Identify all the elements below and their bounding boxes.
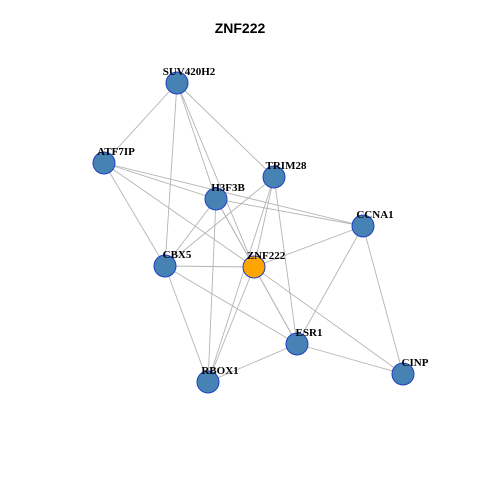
node-label-esr1: ESR1 (296, 327, 323, 339)
node-rbbp4[interactable] (196, 370, 220, 394)
edge-znf222-esr1 (253, 266, 298, 345)
node-trim28[interactable] (262, 165, 286, 189)
edge-cbx5-esr1 (164, 265, 298, 345)
edge-suv420h2-h3f3b (176, 82, 217, 200)
edge-h3f3b-rbbp4 (207, 198, 217, 383)
edge-atf7ip-h3f3b (103, 162, 217, 200)
edge-suv420h2-znf222 (176, 82, 255, 268)
edge-suv420h2-cbx5 (164, 82, 178, 267)
node-label-rbbp4: RBOX1 (201, 365, 238, 377)
graph-title: ZNF222 (214, 20, 266, 36)
node-h3f3b[interactable] (204, 187, 228, 211)
node-znf222[interactable] (242, 255, 266, 279)
node-label-cinp: CINP (402, 357, 429, 369)
edge-znf222-cinp (253, 266, 404, 375)
edge-trim28-cbx5 (164, 176, 275, 267)
edge-trim28-znf222 (253, 176, 275, 268)
node-esr1[interactable] (285, 332, 309, 356)
edge-trim28-esr1 (273, 176, 298, 345)
node-cinp[interactable] (391, 362, 415, 386)
edge-atf7ip-ccna1 (103, 162, 364, 227)
edge-cbx5-znf222 (164, 265, 255, 268)
edge-suv420h2-trim28 (176, 82, 275, 178)
node-label-trim28: TRIM28 (266, 160, 307, 172)
node-label-atf7ip: ATF7IP (97, 146, 135, 158)
node-atf7ip[interactable] (92, 151, 116, 175)
node-label-cbx5: CBX5 (163, 249, 192, 261)
edge-trim28-rbbp4 (207, 176, 275, 383)
edge-esr1-rbbp4 (207, 343, 298, 383)
edge-atf7ip-cbx5 (103, 162, 166, 267)
node-layer (92, 71, 415, 394)
edge-esr1-cinp (296, 343, 404, 375)
edge-layer (103, 82, 404, 383)
edge-znf222-rbbp4 (207, 266, 255, 383)
node-label-znf222: ZNF222 (247, 250, 286, 262)
edge-ccna1-esr1 (296, 225, 364, 345)
edge-suv420h2-atf7ip (103, 82, 178, 164)
node-label-h3f3b: H3F3B (211, 182, 245, 194)
node-cbx5[interactable] (153, 254, 177, 278)
edge-h3f3b-cbx5 (164, 198, 217, 267)
node-label-ccna1: CCNA1 (356, 209, 393, 221)
edge-ccna1-cinp (362, 225, 404, 375)
node-suv420h2[interactable] (165, 71, 189, 95)
edge-h3f3b-ccna1 (215, 198, 364, 227)
edge-ccna1-znf222 (253, 225, 364, 268)
node-ccna1[interactable] (351, 214, 375, 238)
node-label-suv420h2: SUV420H2 (163, 66, 216, 78)
edge-atf7ip-znf222 (103, 162, 255, 268)
edge-cbx5-rbbp4 (164, 265, 209, 383)
